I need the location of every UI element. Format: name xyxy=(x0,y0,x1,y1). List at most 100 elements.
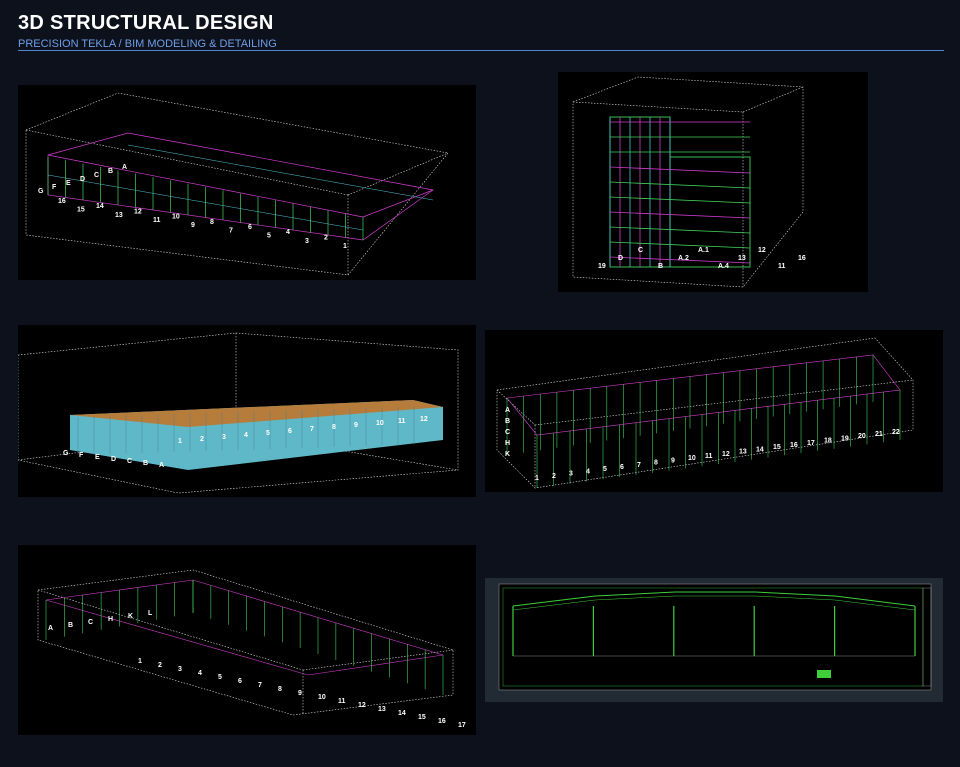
grid-label: 9 xyxy=(298,690,302,697)
grid-label: 19 xyxy=(841,435,849,442)
grid-label: 20 xyxy=(858,433,866,440)
grid-label: 15 xyxy=(77,207,85,214)
grid-label: 2 xyxy=(324,234,328,241)
grid-label: A xyxy=(48,625,53,632)
grid-label: 12 xyxy=(722,451,730,458)
grid-label: 11 xyxy=(778,263,786,270)
grid-label: 8 xyxy=(332,424,336,431)
grid-label: 3 xyxy=(305,238,309,245)
grid-label: 22 xyxy=(892,429,900,436)
grid-label: A.2 xyxy=(678,255,689,262)
building-2-model: 19 D C B A.2 A.1A.4 13 12 11 16 xyxy=(572,76,806,288)
grid-label: E xyxy=(95,454,100,461)
grid-label: A.1 xyxy=(698,247,709,254)
grid-label: 6 xyxy=(288,428,292,435)
grid-label: 12 xyxy=(758,247,766,254)
grid-label: G xyxy=(38,188,44,195)
grid-label: 4 xyxy=(286,229,290,236)
grid-label: F xyxy=(52,184,57,191)
grid-label: D xyxy=(111,456,116,463)
grid-label: F xyxy=(79,452,84,459)
grid-label: 13 xyxy=(738,255,746,262)
grid-label: 11 xyxy=(153,217,161,224)
grid-label: 12 xyxy=(420,416,428,423)
grid-label: 4 xyxy=(586,468,590,475)
grid-label: 13 xyxy=(378,706,386,713)
grid-label: 6 xyxy=(238,678,242,685)
grid-label: 1 xyxy=(178,438,182,445)
grid-label: B xyxy=(658,263,663,270)
grid-label: C xyxy=(88,619,93,626)
grid-label: 8 xyxy=(278,686,282,693)
grid-label: 7 xyxy=(637,462,641,469)
grid-label: 13 xyxy=(739,449,747,456)
grid-label: 4 xyxy=(198,670,202,677)
grid-label: E xyxy=(66,180,71,187)
grid-label: 10 xyxy=(318,694,326,701)
beam-line xyxy=(609,226,751,234)
grid-label: 21 xyxy=(875,431,883,438)
grid-label: 4 xyxy=(244,432,248,439)
grid-label: G xyxy=(63,450,69,457)
grid-label: 1 xyxy=(343,243,347,250)
grid-label: 10 xyxy=(688,455,696,462)
grid-label: 2 xyxy=(552,473,556,480)
grid-label: 2 xyxy=(158,662,162,669)
grid-label: B xyxy=(143,460,148,467)
grid-label: 5 xyxy=(218,674,222,681)
grid-label: 10 xyxy=(172,214,180,221)
grid-label: 16 xyxy=(438,718,446,725)
grid-label: 9 xyxy=(354,422,358,429)
grid-label: 11 xyxy=(705,453,713,460)
grid-label: C xyxy=(94,172,99,179)
grid-label: H xyxy=(505,440,510,447)
grid-label: 6 xyxy=(620,464,624,471)
beam-line xyxy=(609,256,751,264)
grid-label: 13 xyxy=(115,212,123,219)
grid-label: A xyxy=(122,164,127,171)
header-divider xyxy=(18,50,944,51)
beam-line xyxy=(609,211,751,219)
grid-label: B xyxy=(505,418,510,425)
grid-label: 16 xyxy=(790,442,798,449)
grid-label: H xyxy=(108,616,113,623)
grid-label: A.4 xyxy=(718,263,729,270)
grid-label: 15 xyxy=(773,444,781,451)
grid-label: D xyxy=(618,255,623,262)
grid-label: 16 xyxy=(58,198,66,205)
grid-label: 7 xyxy=(229,227,233,234)
grid-label: 3 xyxy=(222,434,226,441)
grid-label: 3 xyxy=(178,666,182,673)
grid-label: 11 xyxy=(398,418,406,425)
grid-label: D xyxy=(80,176,85,183)
grid-label: C xyxy=(638,247,643,254)
grid-label: K xyxy=(505,451,510,458)
grid-label: B xyxy=(108,168,113,175)
grid-label: 17 xyxy=(807,440,815,447)
grid-label: 19 xyxy=(598,263,606,270)
grid-label: 3 xyxy=(569,471,573,478)
grid-label: 14 xyxy=(756,446,764,453)
grid-label: 7 xyxy=(258,682,262,689)
grid-label: C xyxy=(505,429,510,436)
wireframe-5-model: ABCHKL123456789101112131415161718192021 xyxy=(37,569,466,729)
model-panel-wireframe-5[interactable]: ABCHKL123456789101112131415161718192021 xyxy=(18,545,476,735)
beam-line xyxy=(609,181,751,189)
grid-label: 8 xyxy=(210,219,214,226)
grid-label: 11 xyxy=(338,698,346,705)
drawing-panel-elevation[interactable] xyxy=(485,578,943,702)
grid-label: C xyxy=(127,458,132,465)
grid-label: 16 xyxy=(798,255,806,262)
grid-label: 10 xyxy=(376,420,384,427)
grid-label: 5 xyxy=(267,233,271,240)
page-subtitle: PRECISION TEKLA / BIM MODELING & DETAILI… xyxy=(18,38,277,50)
grid-label: 5 xyxy=(603,466,607,473)
elevation-drawing xyxy=(498,583,932,691)
grid-label: 14 xyxy=(398,710,406,717)
